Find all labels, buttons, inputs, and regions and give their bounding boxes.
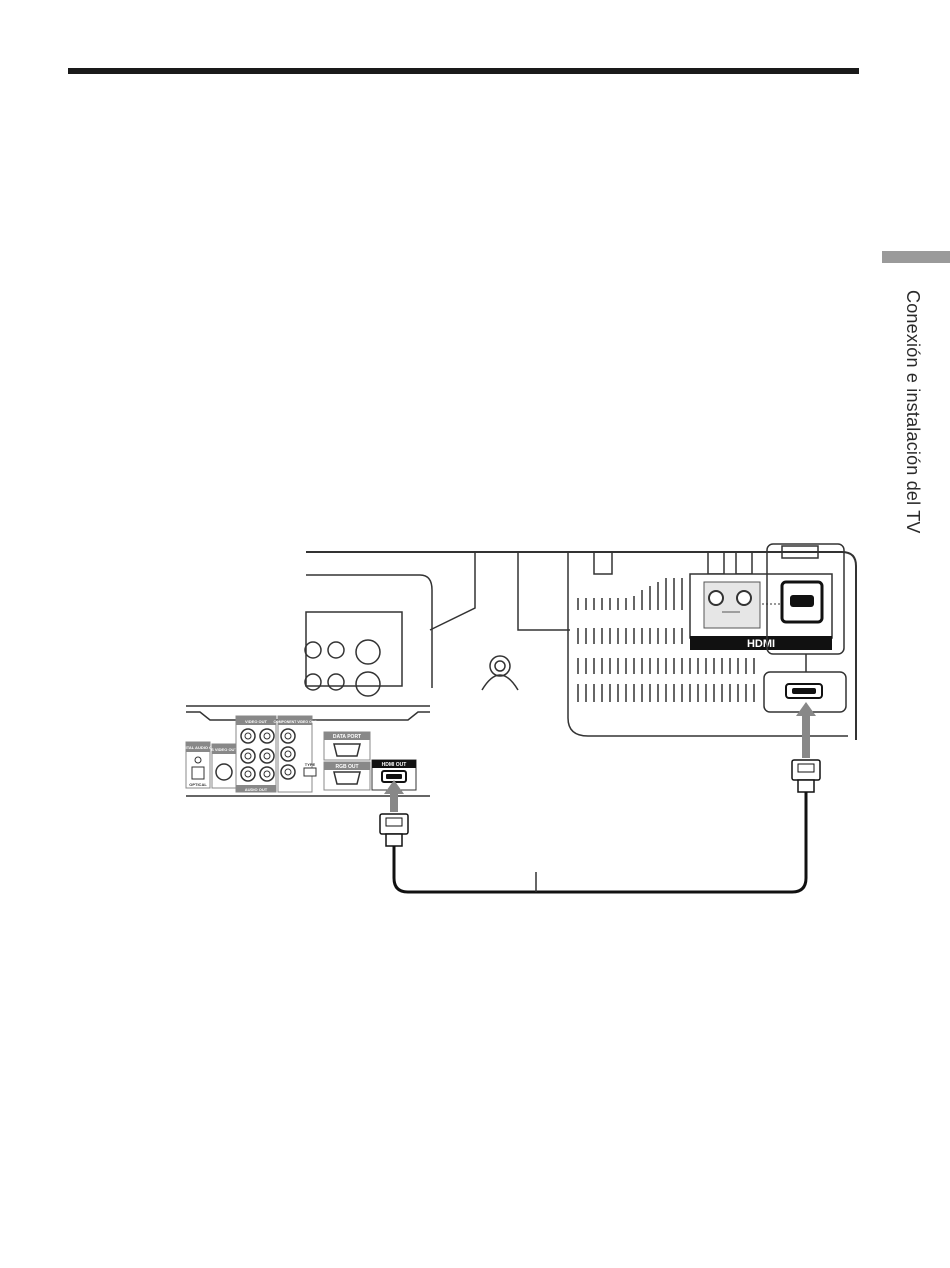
tv-hdmi-logo: HDMI	[747, 638, 775, 650]
hdmi-cable	[380, 702, 820, 892]
audio-out-label: AUDIO OUT	[245, 787, 268, 792]
s-video-out-label: S VIDEO OUT	[211, 747, 237, 752]
hdmi-out-label: HDMI OUT	[382, 762, 407, 768]
rgb-out-label: RGB OUT	[335, 764, 358, 770]
type-label: TYPE	[305, 762, 316, 767]
player-cable-plug	[380, 814, 408, 846]
component-video-out-label: COMPONENT VIDEO OUT	[274, 720, 318, 724]
optical-label: OPTICAL	[189, 782, 207, 787]
tv-cable-plug	[792, 760, 820, 792]
video-out-label: VIDEO OUT	[245, 719, 268, 724]
data-port-label: DATA PORT	[333, 734, 361, 740]
